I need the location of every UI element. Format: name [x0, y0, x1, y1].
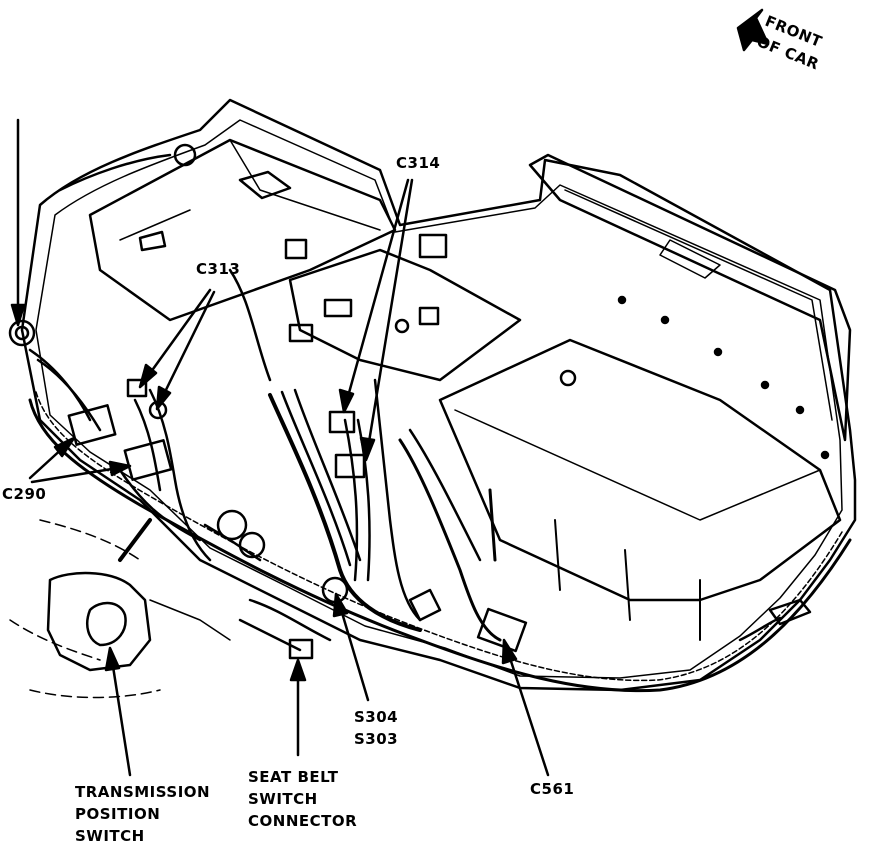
- c313-connector-a: [126, 378, 148, 398]
- storage-bin: [438, 338, 842, 602]
- bulb: [138, 230, 167, 252]
- seat-belt-line-1: SEAT BELT: [248, 768, 339, 786]
- s304-label: S304: [354, 708, 399, 726]
- seat-belt-switch-connector-label: SEAT BELT SWITCH CONNECTOR: [248, 766, 357, 832]
- transmission-line-1: TRANSMISSION: [75, 783, 211, 801]
- c561-connector: [476, 607, 528, 653]
- console-inner-rim: [35, 119, 843, 679]
- console-lid-panel: [564, 189, 833, 421]
- seat-belt-line-2: SWITCH: [248, 790, 318, 808]
- c561-label: C561: [530, 780, 575, 798]
- leader-transmission: [110, 658, 132, 777]
- c314-label: C314: [396, 154, 441, 172]
- transmission-position-switch-label: TRANSMISSION POSITION SWITCH: [75, 781, 210, 846]
- s304-s303-label: S304 S303: [354, 706, 398, 750]
- front-of-car-arrow: [736, 8, 770, 52]
- leader-c313-a: [146, 288, 212, 378]
- leader-c314-b: [366, 178, 414, 450]
- c290-connector-upper: [67, 404, 117, 446]
- leader-c561: [506, 650, 550, 777]
- c290-label: C290: [2, 485, 47, 503]
- harness-main: [268, 393, 422, 632]
- console-base-lip: [28, 398, 852, 693]
- transmission-line-3: SWITCH: [75, 827, 145, 845]
- console-lid-recess: [659, 239, 721, 279]
- transmission-switch-body: [46, 571, 152, 672]
- c314-connector-b: [334, 453, 366, 479]
- leader-c313-b: [160, 290, 216, 400]
- transmission-line-2: POSITION: [75, 805, 161, 823]
- c314-connector-a: [328, 410, 356, 434]
- leader-s304: [338, 604, 370, 702]
- leader-c314-a: [345, 178, 410, 402]
- c313-label: C313: [196, 260, 241, 278]
- s303-label: S303: [354, 730, 399, 748]
- storage-bin-floor: [454, 409, 821, 521]
- console-base-lip-inner: [35, 391, 843, 682]
- c290-connector-lower: [123, 439, 173, 481]
- front-compartment: [88, 138, 397, 322]
- seat-belt-connector: [288, 638, 314, 660]
- console-lid: [528, 153, 852, 442]
- seat-belt-line-3: CONNECTOR: [248, 812, 358, 830]
- leader-c290-b: [30, 466, 120, 484]
- left-connector-ring: [8, 319, 36, 347]
